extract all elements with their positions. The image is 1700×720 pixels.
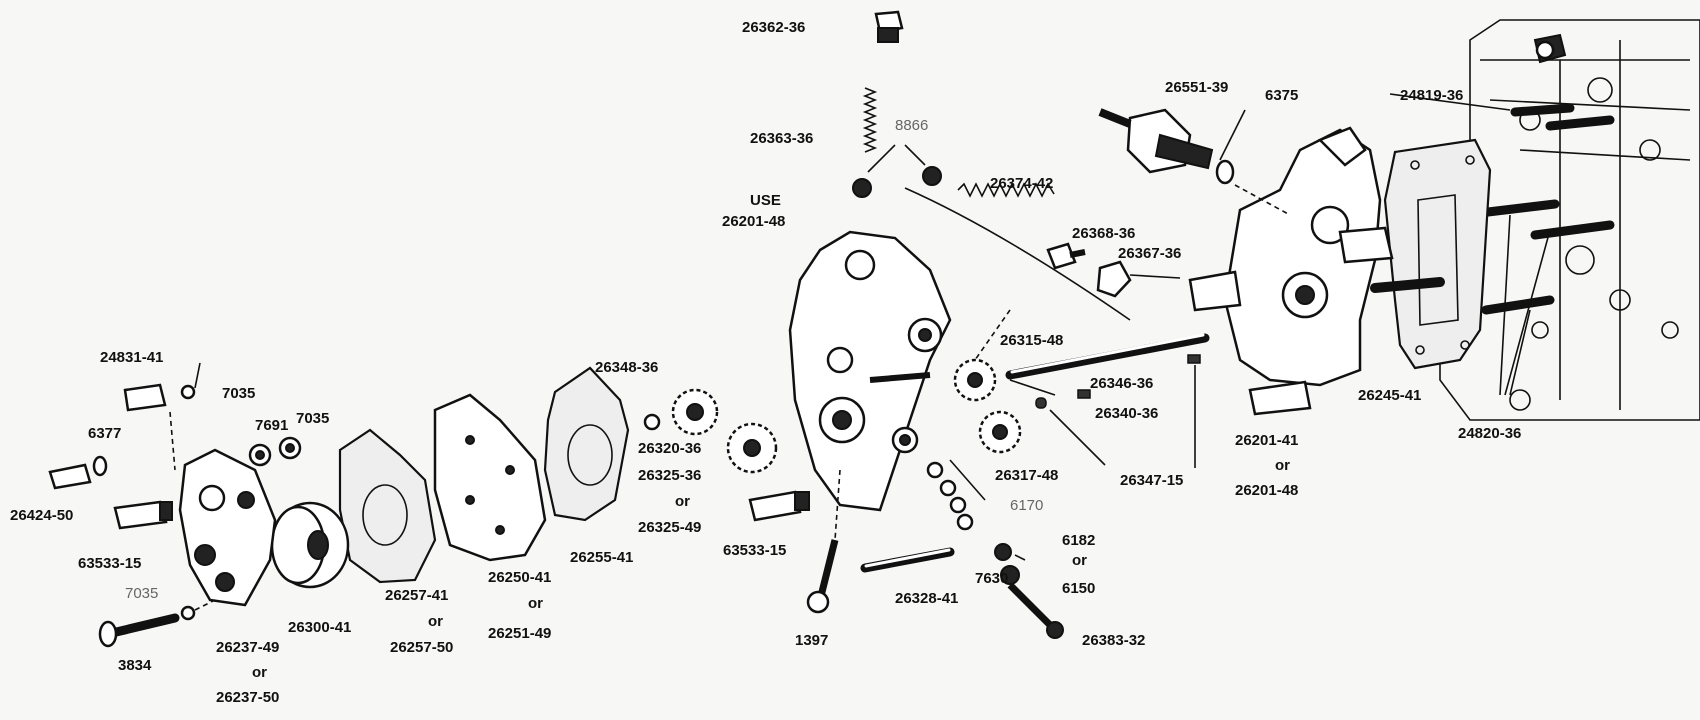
label-26325-49: 26325-49: [638, 519, 701, 536]
label-use: USE: [750, 192, 781, 209]
label-or-6: or: [1275, 457, 1290, 474]
fitting-63533-15-center: [748, 490, 810, 522]
label-26367-36: 26367-36: [1118, 245, 1181, 262]
screw-26383-32: [1007, 582, 1064, 639]
spring-26363-36: [862, 87, 878, 153]
label-7035-a: 7035: [222, 385, 255, 402]
label-26320-36: 26320-36: [638, 440, 701, 457]
label-26340-36: 26340-36: [1095, 405, 1158, 422]
label-26250-41: 26250-41: [488, 569, 551, 586]
balls-8866: [852, 144, 942, 198]
label-26346-36: 26346-36: [1090, 375, 1153, 392]
gasket-26245-41: [1383, 138, 1492, 370]
label-6182: 6182: [1062, 532, 1095, 549]
label-8866: 8866: [895, 117, 928, 134]
label-or-1: or: [252, 664, 267, 681]
fitting-6377: [48, 455, 108, 490]
label-7035-c: 7035: [125, 585, 158, 602]
plug-26368-36: [1046, 242, 1086, 270]
label-26328-41: 26328-41: [895, 590, 958, 607]
label-or-3: or: [528, 595, 543, 612]
part-labels: 26362-36 26363-36 8866 USE 26201-48 2637…: [10, 19, 1521, 706]
label-24819-36: 24819-36: [1400, 87, 1463, 104]
label-26201-48: 26201-48: [1235, 482, 1298, 499]
gear-26317-48: [978, 410, 1022, 454]
label-or-2: or: [428, 613, 443, 630]
label-26368-36: 26368-36: [1072, 225, 1135, 242]
label-26325-36: 26325-36: [638, 467, 701, 484]
filter-26300-41: [270, 501, 350, 589]
label-26424-50: 26424-50: [10, 507, 73, 524]
label-26347-15: 26347-15: [1120, 472, 1183, 489]
gasket-26255-41: [543, 366, 630, 522]
label-26362-36: 26362-36: [742, 19, 805, 36]
label-6170: 6170: [1010, 497, 1043, 514]
gear-26315-48: [953, 358, 997, 402]
nut-26367-36: [1096, 260, 1132, 298]
label-26255-41: 26255-41: [570, 549, 633, 566]
studs-24820: [1481, 103, 1615, 315]
label-use-26201-48: 26201-48: [722, 213, 785, 230]
label-63533-15-a: 63533-15: [78, 555, 141, 572]
label-7630: 7630: [975, 570, 1008, 587]
nut-7630: [994, 543, 1020, 585]
label-26237-50: 26237-50: [216, 689, 279, 706]
label-26348-36: 26348-36: [595, 359, 658, 376]
screw-1397: [806, 469, 841, 614]
label-26363-36: 26363-36: [750, 130, 813, 147]
cover-26201-48: [788, 230, 952, 512]
gasket-26257-41: [338, 428, 437, 584]
label-26257-41: 26257-41: [385, 587, 448, 604]
label-26317-48: 26317-48: [995, 467, 1058, 484]
plug-26362-36: [874, 10, 904, 43]
label-63533-15-b: 63533-15: [723, 542, 786, 559]
label-26374-42: 26374-42: [990, 175, 1053, 192]
valve-26551-39: [1098, 108, 1235, 185]
label-or-4: or: [675, 493, 690, 510]
label-26551-39: 26551-39: [1165, 79, 1228, 96]
cover-26237-49: [178, 448, 277, 607]
label-3834: 3834: [118, 657, 152, 674]
label-or-5: or: [1072, 552, 1087, 569]
leader-lines: [194, 93, 1551, 561]
label-26245-41: 26245-41: [1358, 387, 1421, 404]
label-26315-48: 26315-48: [1000, 332, 1063, 349]
pin-26328-41: [860, 547, 955, 573]
ring-26348-36: [643, 413, 661, 431]
gear-26320-36: [671, 388, 719, 436]
washer-7691: [248, 443, 272, 467]
label-26257-50: 26257-50: [390, 639, 453, 656]
label-7035-b: 7035: [296, 410, 329, 427]
label-26300-41: 26300-41: [288, 619, 351, 636]
gear-26325-36: [726, 422, 778, 474]
spring-26374-42: [904, 182, 1131, 321]
label-6150: 6150: [1062, 580, 1095, 597]
washer-7035: [278, 436, 302, 460]
label-6377: 6377: [88, 425, 121, 442]
pump-body-26201-41: [1188, 126, 1445, 416]
shaft-26346-36: [1005, 333, 1210, 380]
label-26383-32: 26383-32: [1082, 632, 1145, 649]
fitting-26424-50: [113, 500, 173, 530]
label-1397: 1397: [795, 632, 828, 649]
keys-26340-26347: [1035, 354, 1201, 409]
label-24820-36: 24820-36: [1458, 425, 1521, 442]
plug-24831-41: [123, 383, 196, 471]
washers-6170: [926, 459, 986, 531]
label-26201-41: 26201-41: [1235, 432, 1298, 449]
label-26251-49: 26251-49: [488, 625, 551, 642]
label-26237-49: 26237-49: [216, 639, 279, 656]
label-24831-41: 24831-41: [100, 349, 163, 366]
label-7691: 7691: [255, 417, 288, 434]
label-6375: 6375: [1265, 87, 1298, 104]
plate-26250-41: [433, 393, 547, 562]
bolt-3834: [98, 599, 216, 648]
